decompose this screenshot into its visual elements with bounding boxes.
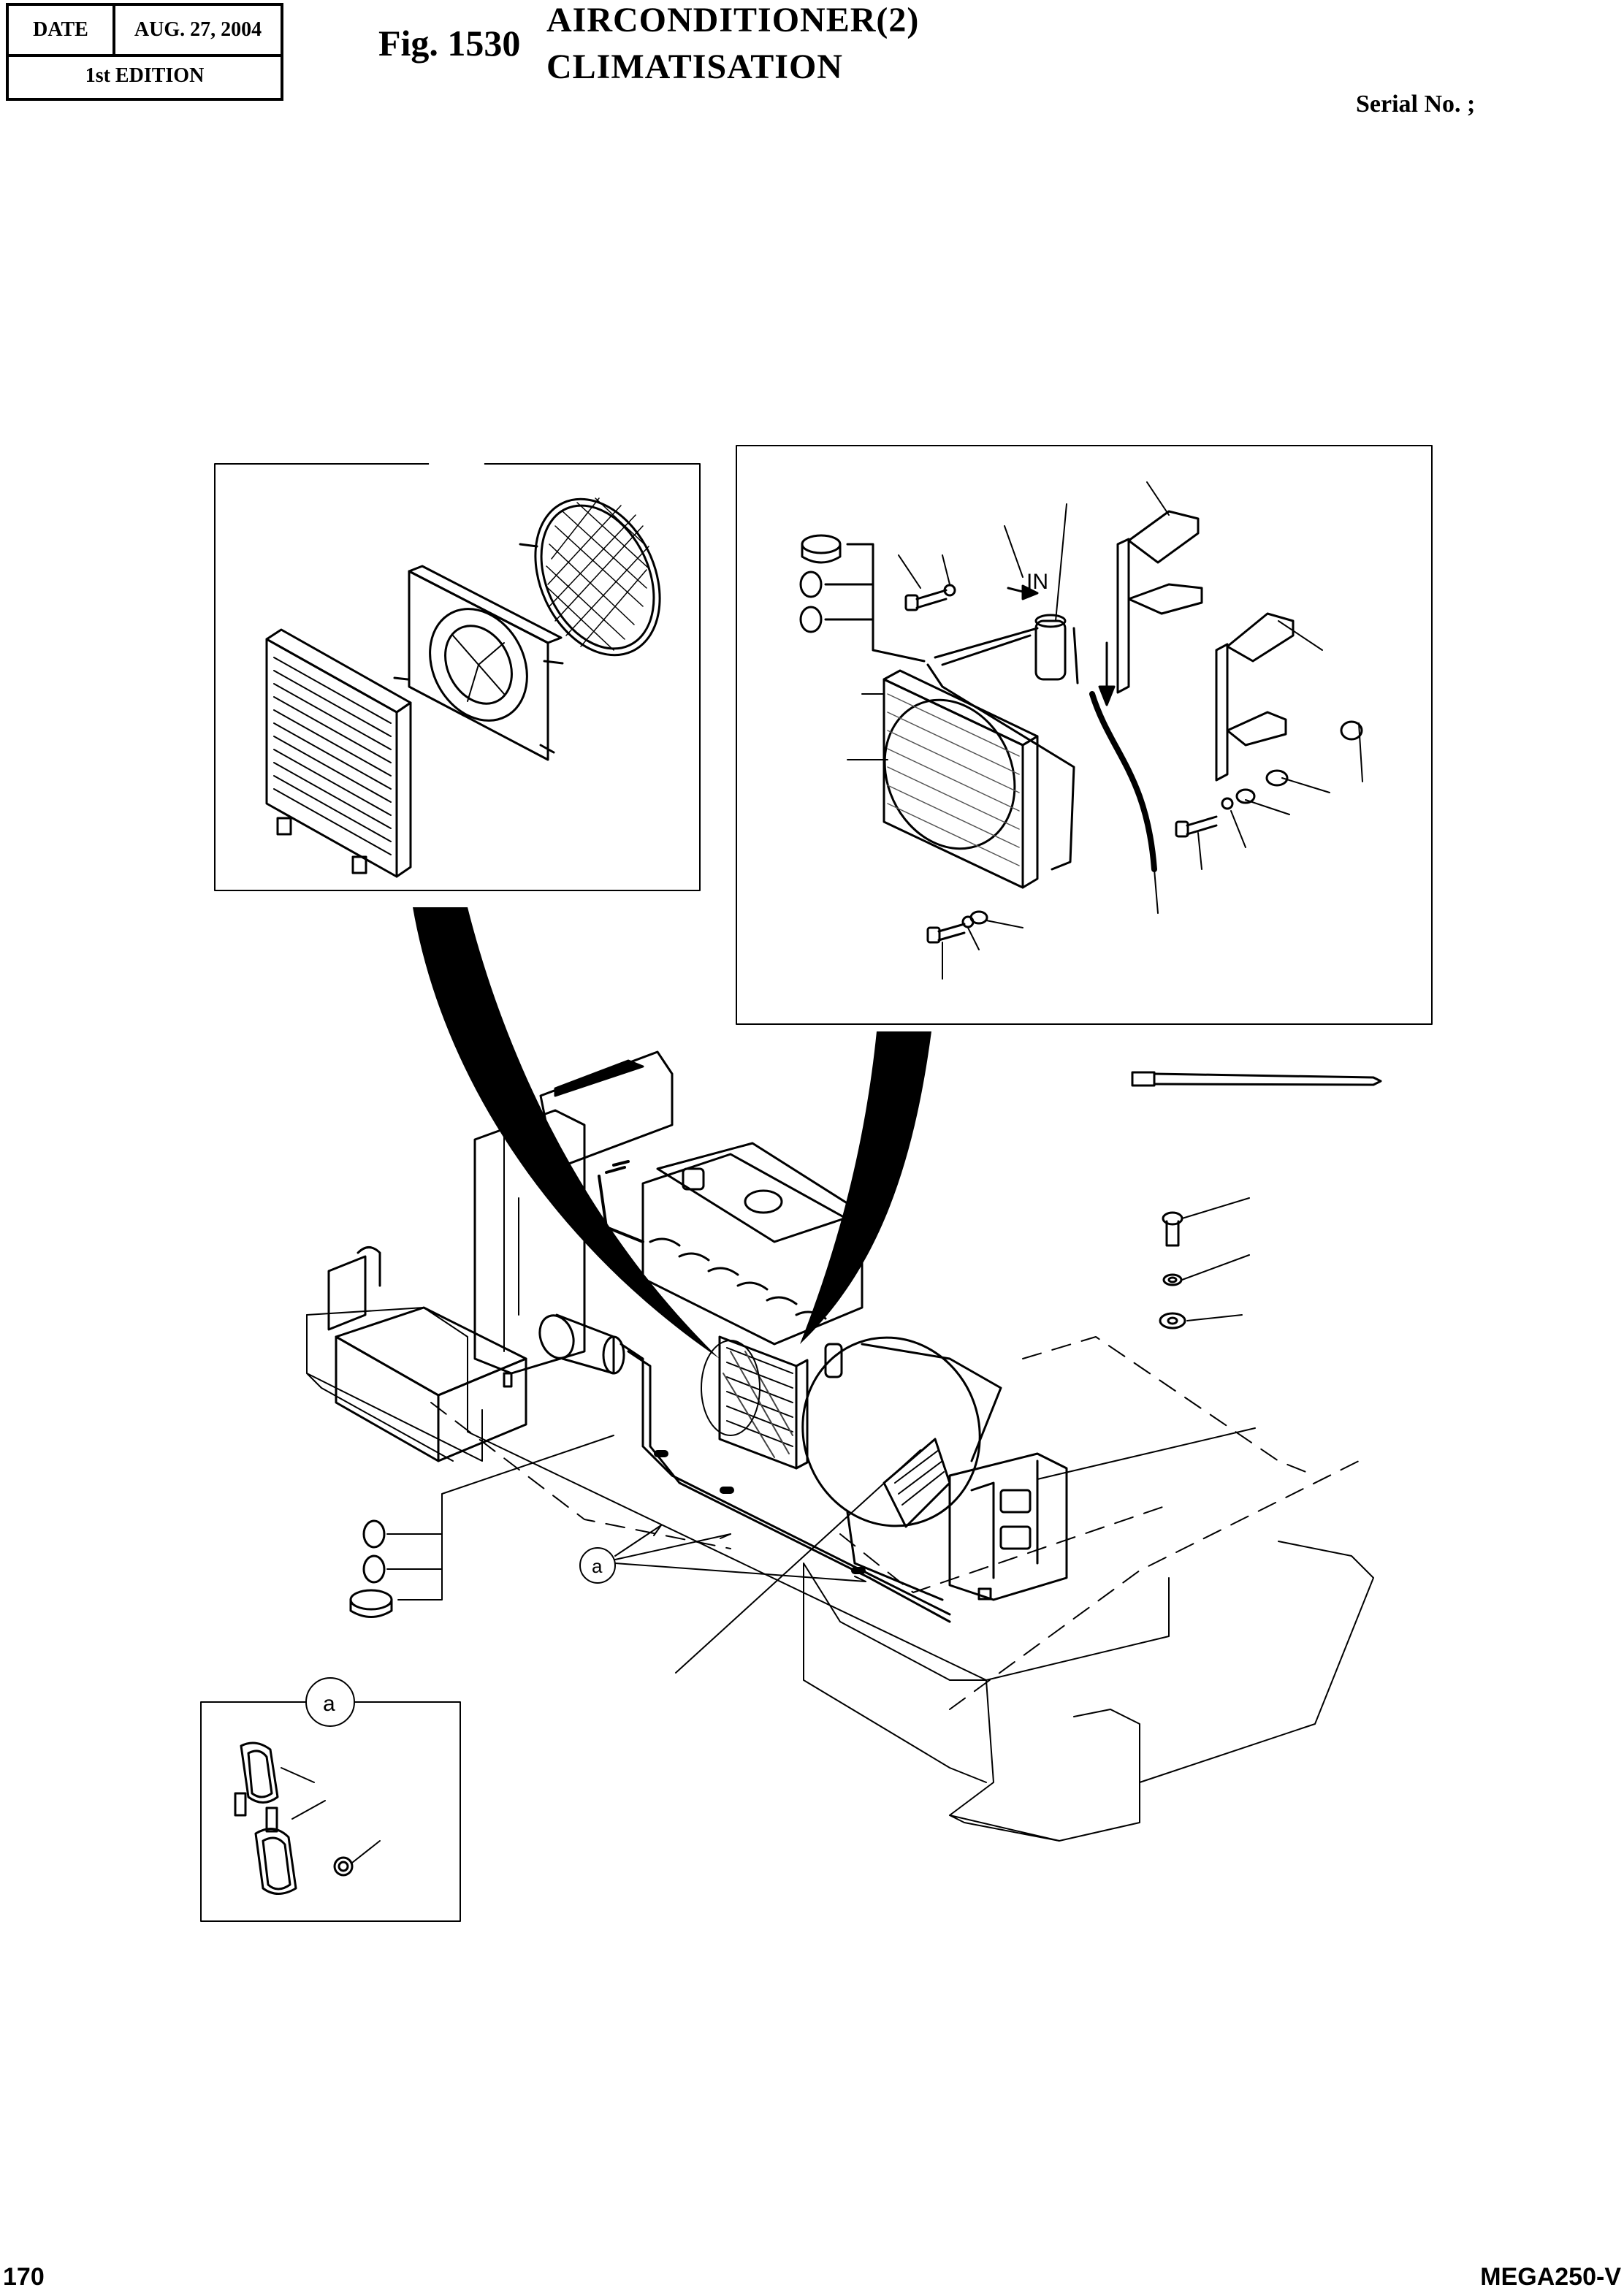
detail-a-label: a xyxy=(323,1692,335,1716)
fan-shroud xyxy=(393,565,563,761)
engine-block xyxy=(598,1142,864,1346)
serial-number-label: Serial No. ; xyxy=(1356,91,1476,118)
condenser-core xyxy=(265,628,412,878)
machine-assembly xyxy=(306,1050,1374,1842)
flow-direction-label: IN xyxy=(1026,570,1048,594)
date-label: DATE xyxy=(9,6,115,54)
callout-a-label: a xyxy=(592,1555,603,1577)
fan-guard xyxy=(519,497,661,665)
revision-date-row: DATE AUG. 27, 2004 xyxy=(9,6,281,57)
condenser-installed xyxy=(701,1335,843,1470)
condenser-mounting-panel: IN xyxy=(736,445,1433,1025)
zoom-indicator-right xyxy=(800,1031,931,1344)
flywheel-housing xyxy=(801,1336,1002,1527)
battery-box xyxy=(327,1246,381,1331)
fan-shroud-panel xyxy=(214,462,701,891)
mounting-bracket xyxy=(1116,510,1295,782)
zoom-indicator-left xyxy=(413,907,720,1359)
page-number: 170 xyxy=(3,2263,45,2291)
condenser-unit xyxy=(882,669,1039,889)
evaporator-unit xyxy=(882,1438,1068,1601)
refrigerant-hose xyxy=(1089,691,1157,872)
loose-fasteners xyxy=(1159,1197,1250,1329)
receiver-drier xyxy=(926,584,1079,871)
hydraulic-tank xyxy=(335,1306,527,1462)
detail-callout-a: a xyxy=(579,1427,1256,1674)
figure-title-english: AIRCONDITIONER(2) xyxy=(546,1,920,39)
edition-row: 1st EDITION xyxy=(9,54,281,98)
spare-cap-and-orings xyxy=(349,1435,614,1618)
revision-box: DATE AUG. 27, 2004 1st EDITION xyxy=(6,3,283,101)
fasteners xyxy=(904,584,1363,944)
edition-label: 1st EDITION xyxy=(85,64,205,87)
figure-title-french: CLIMATISATION xyxy=(546,47,843,86)
figure-number: Fig. 1530 xyxy=(378,23,521,64)
detail-a-panel: a xyxy=(200,1677,461,1922)
ac-hose-lines xyxy=(620,1343,951,1623)
cable-tie xyxy=(1131,1071,1382,1087)
date-value: AUG. 27, 2004 xyxy=(134,18,262,41)
model-name: MEGA250-V xyxy=(1480,2263,1621,2291)
ac-compressor xyxy=(538,1313,625,1375)
cap-and-orings xyxy=(799,534,926,663)
engine-column xyxy=(473,1050,674,1375)
